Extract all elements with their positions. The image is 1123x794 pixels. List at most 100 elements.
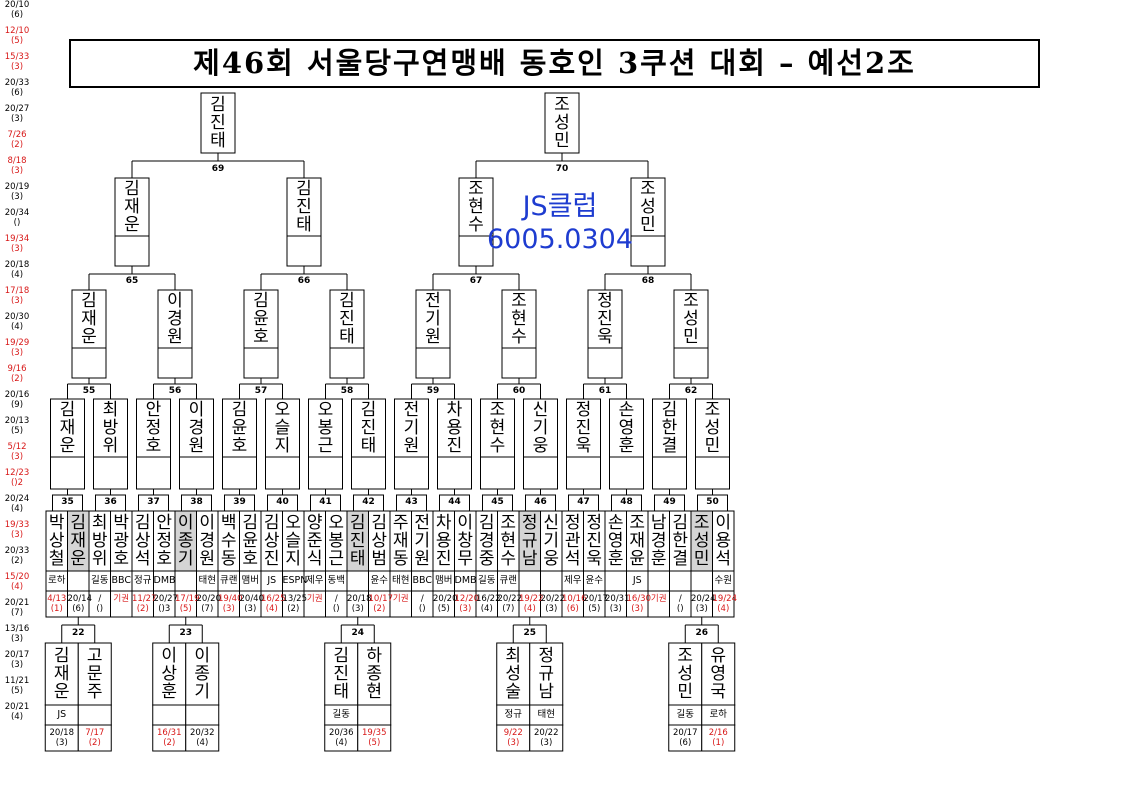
entrant-score: 4/13(1)	[47, 594, 67, 614]
entrant-club: 제우	[564, 575, 582, 586]
r1-winner-score: 17/18(3)	[4, 286, 30, 306]
entrant-score: 19/22(4)	[519, 594, 544, 614]
entrant-score: 17/19(5)	[175, 594, 200, 614]
cell-border	[673, 289, 709, 379]
entrant-score: /()	[332, 594, 340, 614]
prelim-player-score: 20/22(3)	[534, 728, 559, 748]
r3-match-number: 66	[297, 276, 311, 286]
entrant-club	[670, 575, 692, 589]
entrant-score: 기권	[650, 594, 667, 604]
r1-winner-score: 7/26(2)	[7, 130, 27, 150]
cell-border	[71, 289, 107, 379]
r2-winner-score: 20/24(4)	[4, 494, 30, 514]
r3-match-number: 68	[641, 276, 655, 286]
entrant-score: /()	[418, 594, 426, 614]
prelim-match-number: 22	[71, 628, 85, 638]
r1-winner-score: 20/33(6)	[4, 78, 30, 98]
match-number: 50	[706, 497, 719, 507]
entrant-score: 20/20(7)	[196, 594, 222, 614]
club-watermark: JS클럽 6005.0304	[440, 190, 680, 256]
match-number: 48	[620, 497, 633, 507]
r2-winner-score: 19/33(3)	[4, 520, 30, 540]
page-title: 제46회 서울당구연맹배 동호인 3쿠션 대회 – 예선2조	[69, 39, 1040, 88]
entrant-score: 기권	[113, 594, 130, 604]
entrant-score: 19/40(3)	[218, 594, 243, 614]
cell-border	[50, 398, 85, 490]
entrant-club: 윤수	[585, 575, 603, 586]
prelim-player-club	[78, 709, 111, 722]
entrant-club	[648, 575, 670, 589]
entrant-club: BBC	[111, 575, 131, 586]
r1-winner-score: 20/10(6)	[4, 0, 30, 20]
entrant-score: 20/20(5)	[433, 594, 458, 614]
prelim-player-club	[358, 709, 391, 722]
cell-border	[357, 724, 392, 752]
r1-winner-score: 19/34(3)	[4, 234, 30, 254]
cell-border	[480, 398, 515, 490]
r4-match-number: 69	[211, 164, 225, 174]
r2-match-number: 56	[168, 386, 182, 396]
r2-winner-score: 12/23()2	[4, 468, 30, 488]
match-number: 37	[147, 497, 160, 507]
cell-border	[324, 642, 359, 706]
entrant-club: 큐랜	[499, 575, 517, 586]
entrant-club: 태현	[392, 575, 410, 586]
entrant-score: 기권	[306, 594, 323, 604]
entrant-club: 정규	[134, 575, 152, 586]
entrant-club: DMB	[153, 575, 176, 586]
match-number: 44	[448, 497, 461, 507]
cell-border	[544, 92, 580, 154]
r1-winner-score: 20/27(3)	[4, 104, 30, 124]
cell-border	[668, 642, 703, 706]
entrant-score: 13/25(2)	[282, 594, 308, 614]
r1-winner-score: 9/16(2)	[7, 364, 27, 384]
prelim-match-number: 23	[179, 628, 193, 638]
cell-border	[329, 289, 365, 379]
entrant-score: 20/17(5)	[583, 594, 609, 614]
entrant-club: 맴버	[435, 575, 453, 586]
entrant-club: JS	[267, 575, 277, 586]
prelim-player-club	[186, 709, 219, 722]
cell-border	[529, 724, 564, 752]
entrant-score: 20/40(3)	[239, 594, 265, 614]
prelim-player-score: 9/22(3)	[503, 728, 523, 748]
entrant-club: 수원	[714, 575, 732, 586]
entrant-score: 20/22(3)	[540, 594, 566, 614]
cell-border	[185, 642, 220, 706]
r2-match-number: 57	[254, 386, 268, 396]
prelim-match-number: 26	[695, 628, 709, 638]
entrant-club: 제우	[306, 575, 324, 586]
cell-border	[351, 398, 386, 490]
entrant-club: ESPN	[282, 575, 308, 586]
prelim-player-score: 20/18(3)	[49, 728, 75, 748]
r2-winner-score: 15/20(4)	[4, 572, 30, 592]
match-number: 36	[104, 497, 117, 507]
watermark-club: JS클럽	[522, 191, 598, 222]
